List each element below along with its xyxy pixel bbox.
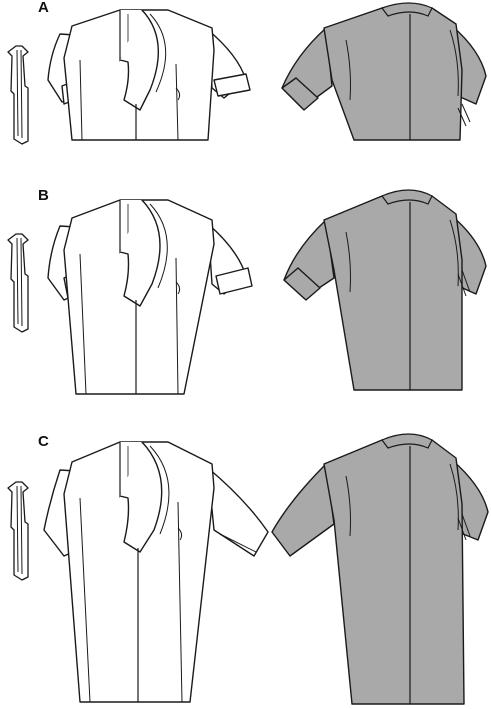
front-view-a (47, 9, 251, 141)
back-c-left-sleeve (271, 463, 335, 557)
front-b-collar (119, 199, 161, 307)
back-b-collar (381, 189, 433, 205)
view-label-a: A (38, 0, 49, 16)
back-a-left-cuff (281, 77, 319, 111)
front-a-right-cuff (213, 73, 251, 97)
view-label-b: B (38, 187, 49, 204)
back-a-collar (381, 2, 433, 17)
view-label-c: C (38, 433, 49, 450)
back-view-a (281, 2, 487, 141)
back-b-body (323, 195, 463, 391)
view-c (7, 433, 489, 705)
back-a-body (323, 7, 463, 141)
view-a (7, 2, 487, 145)
back-b-left-cuff (283, 267, 321, 301)
front-b-right-cuff (215, 267, 253, 295)
belt-a (7, 45, 29, 145)
front-view-b (47, 199, 253, 395)
front-a-collar (119, 9, 160, 111)
back-view-c (271, 433, 489, 705)
front-c-collar (119, 441, 163, 553)
back-view-b (283, 189, 487, 391)
back-c-collar (381, 433, 433, 449)
belt-b (7, 233, 29, 333)
front-c-right-sleeve (207, 467, 269, 557)
front-view-c (43, 441, 269, 703)
belt-c (7, 481, 29, 581)
view-b (7, 189, 487, 395)
back-c-body (323, 439, 465, 705)
